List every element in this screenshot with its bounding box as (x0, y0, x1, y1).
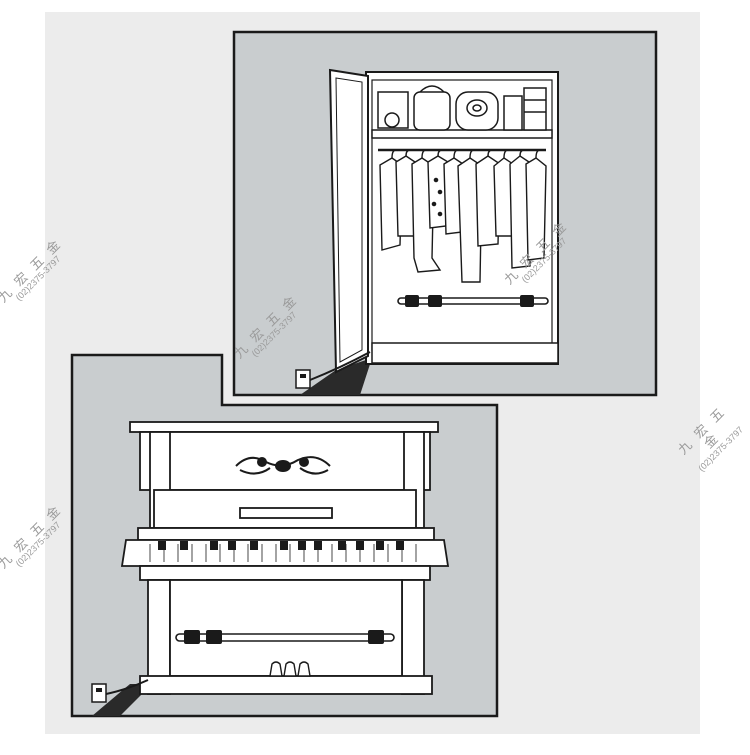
hanging-clothes (379, 149, 547, 283)
closet-floor-shadow (300, 358, 372, 395)
closet-power-cord (309, 351, 371, 381)
piano-heater-rod (175, 630, 395, 644)
piano-floor-shadow (92, 684, 152, 716)
piano-pedals (269, 661, 311, 677)
shelf-items (377, 85, 547, 131)
wardrobe-shelf (371, 129, 553, 139)
piano-wall-outlet (91, 683, 107, 703)
piano-ornament (235, 456, 331, 475)
piano-panel (70, 353, 499, 718)
piano-keys (149, 541, 417, 562)
closet-panel (232, 30, 658, 397)
upright-piano (120, 421, 450, 695)
piano-power-cord (105, 679, 149, 695)
closet-wall-outlet (295, 369, 311, 389)
closet-heater-rod (397, 295, 549, 307)
